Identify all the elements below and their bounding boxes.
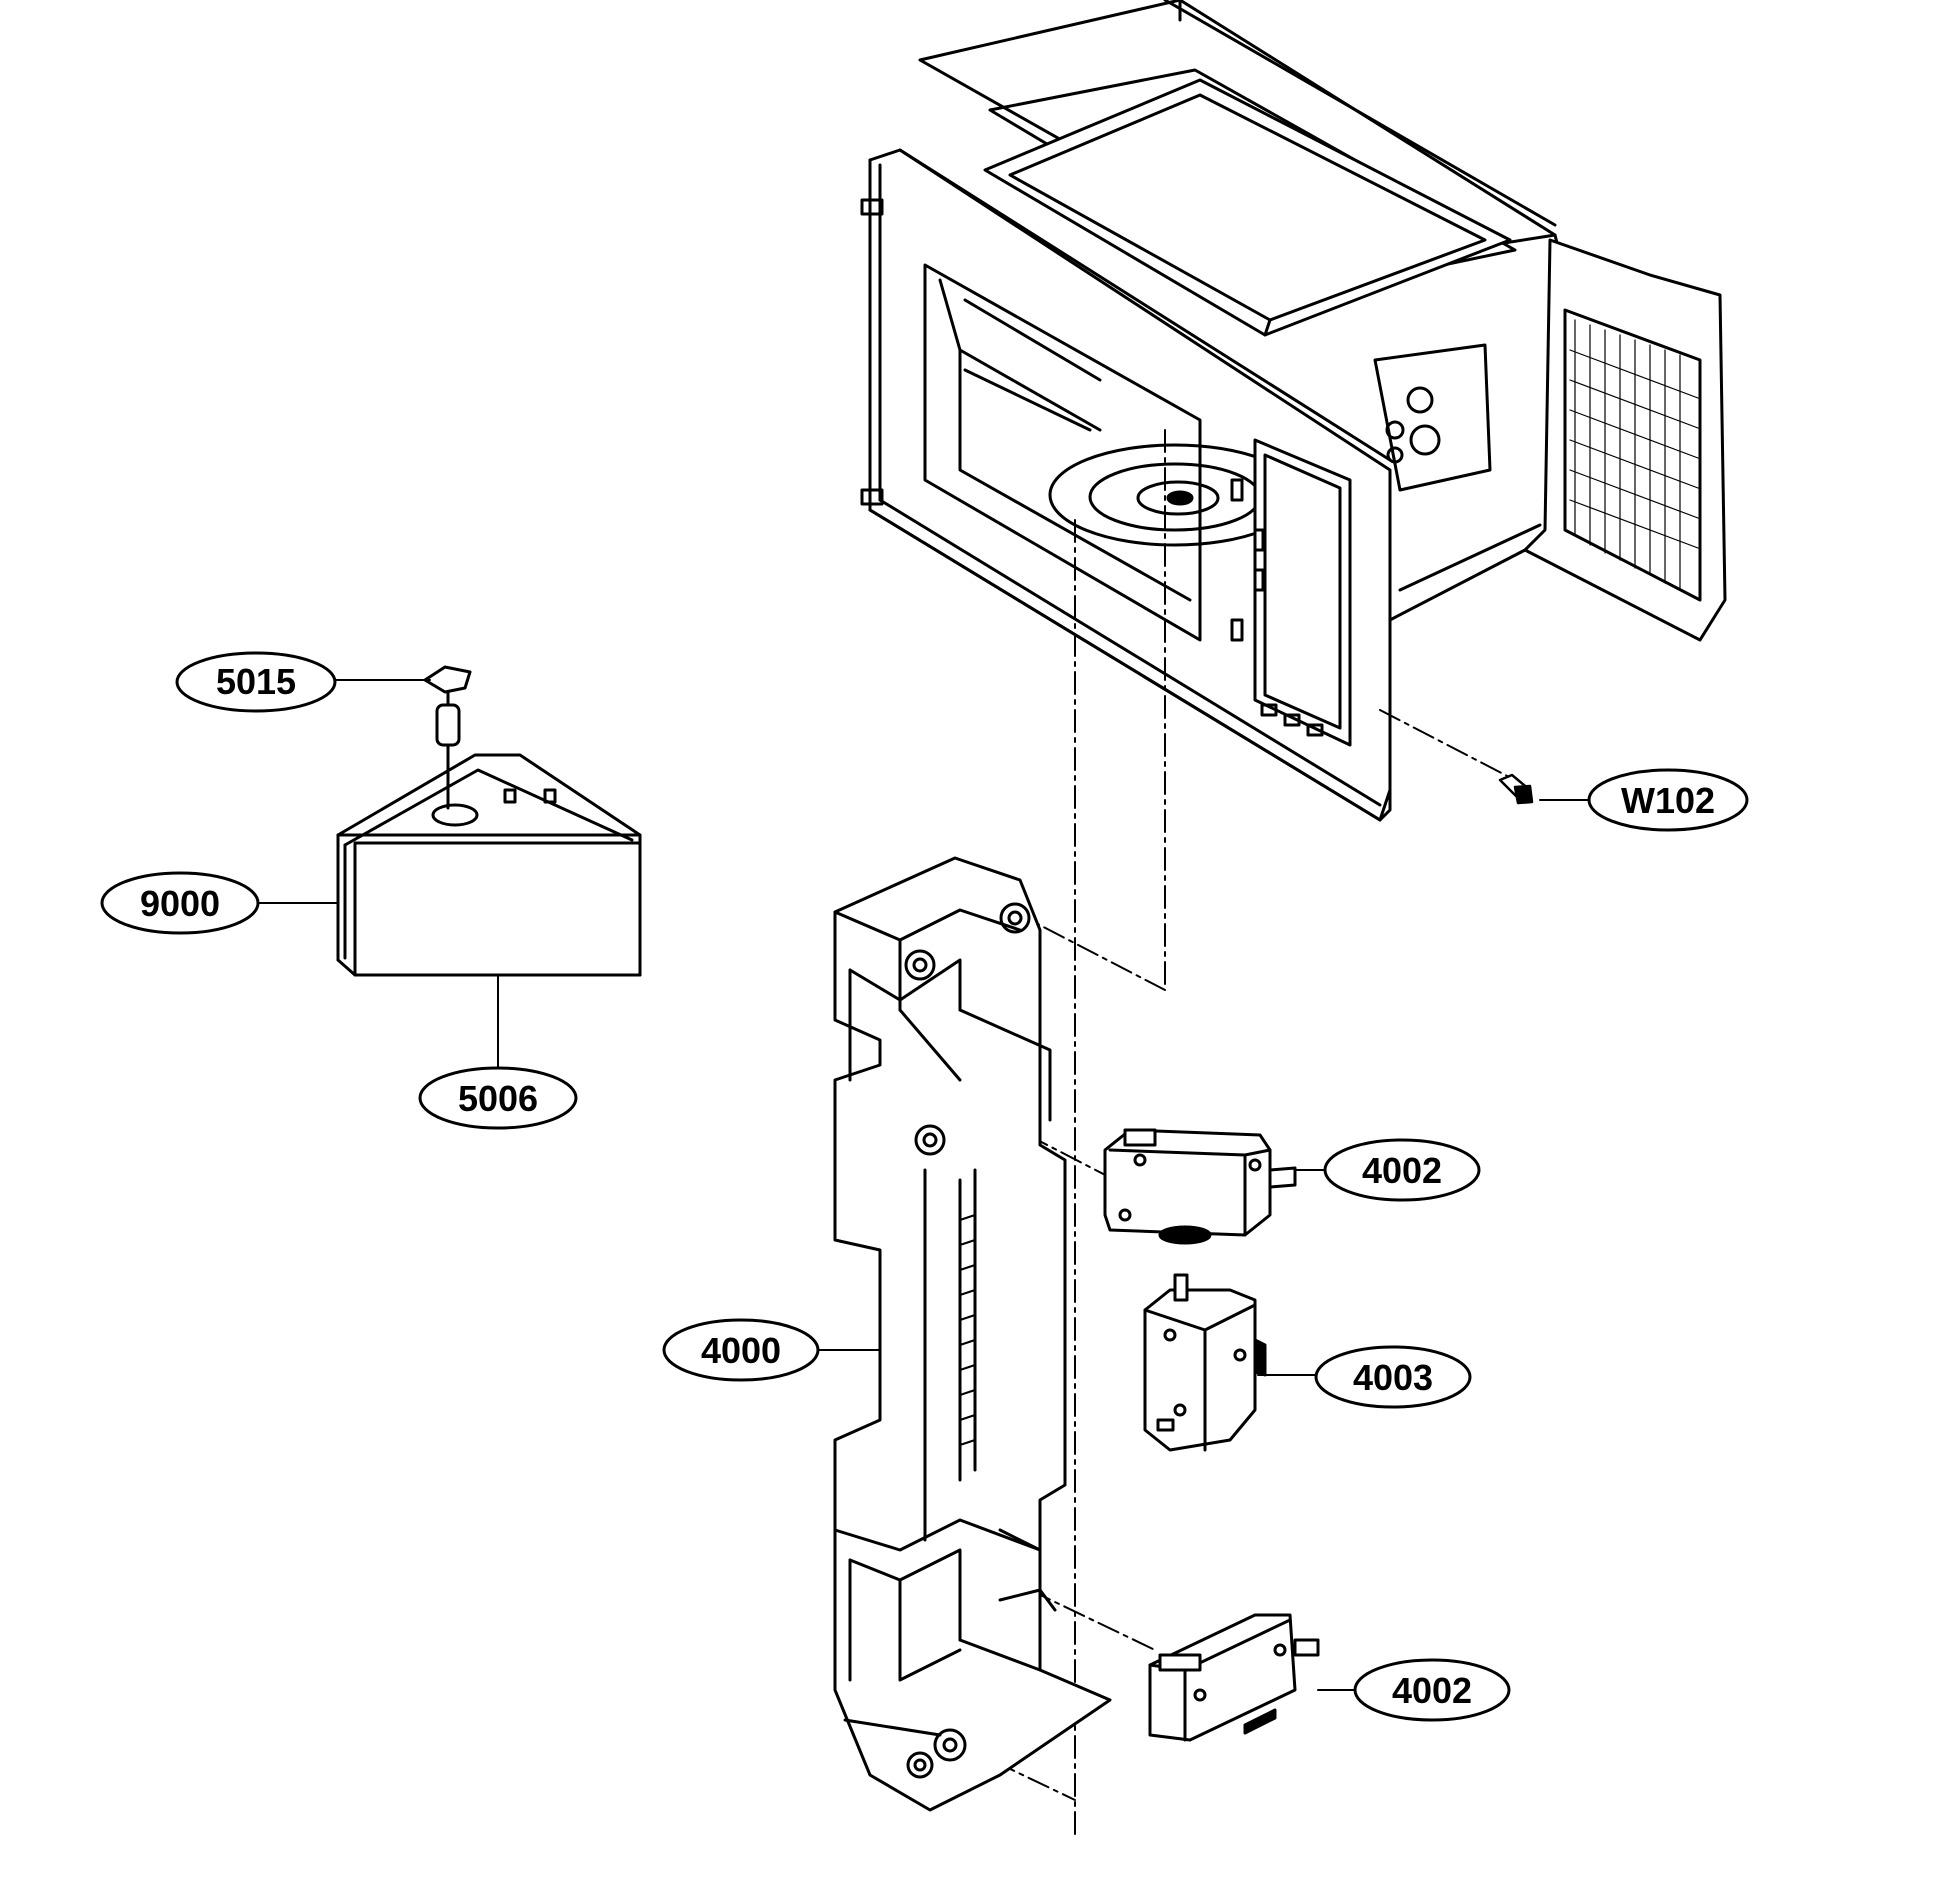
switch-4003 — [1143, 1273, 1267, 1452]
screw-w102 — [1498, 773, 1534, 805]
callout-5006: 5006 — [418, 1066, 578, 1130]
callout-4002-lower: 4002 — [1353, 1658, 1511, 1722]
leader-lines — [257, 679, 1591, 1691]
callout-4000: 4000 — [662, 1318, 820, 1382]
callout-4002-upper: 4002 — [1323, 1138, 1481, 1202]
callout-5015-label: 5015 — [216, 661, 296, 702]
latch-bracket-4000 — [833, 856, 1112, 1812]
callout-9000-label: 9000 — [140, 883, 220, 924]
callout-w102-label: W102 — [1621, 780, 1715, 821]
callout-5015: 5015 — [175, 651, 337, 713]
switch-4002-lower — [1148, 1613, 1320, 1742]
callout-9000: 9000 — [100, 871, 260, 935]
callout-w102: W102 — [1587, 768, 1749, 832]
callout-4003: 4003 — [1314, 1345, 1472, 1409]
part-5015 — [423, 665, 472, 810]
callout-4002-lower-label: 4002 — [1392, 1670, 1472, 1711]
fan-motor-9000 — [336, 753, 642, 977]
cavity-assembly — [860, 0, 1727, 822]
switch-4002-upper — [1103, 1128, 1297, 1245]
callout-4000-label: 4000 — [701, 1330, 781, 1371]
callout-4003-label: 4003 — [1353, 1357, 1433, 1398]
callout-5006-label: 5006 — [458, 1078, 538, 1119]
callout-4002-upper-label: 4002 — [1362, 1150, 1442, 1191]
callouts: 5015 9000 5006 W102 4002 4003 4000 4002 — [100, 651, 1749, 1722]
